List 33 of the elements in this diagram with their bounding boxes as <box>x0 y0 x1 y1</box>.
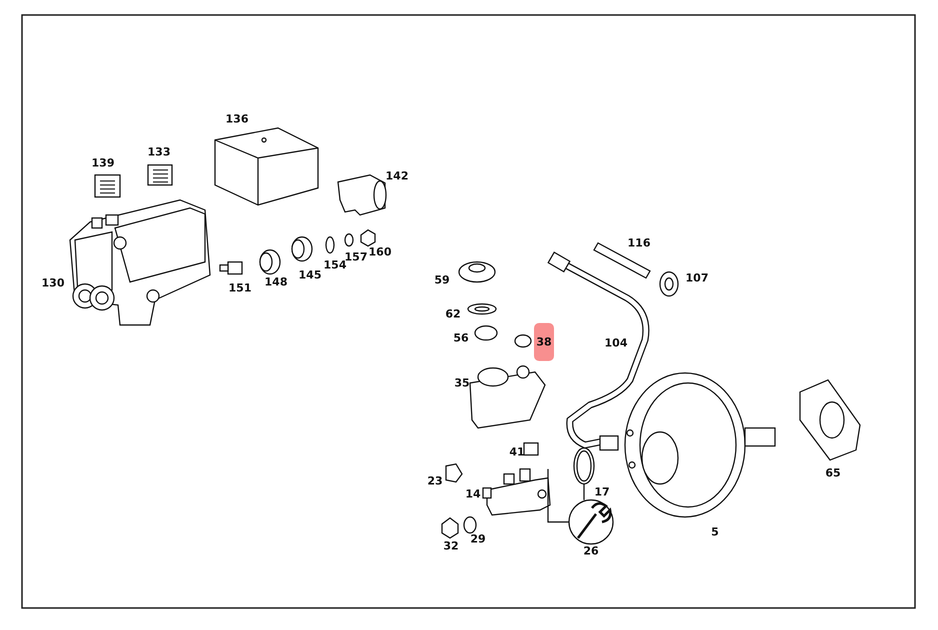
callout-number: 62 <box>445 308 461 320</box>
callout-number: 145 <box>298 268 322 282</box>
wrench-symbol <box>568 499 614 545</box>
callout-number: 59 <box>434 274 450 286</box>
callout-number: 107 <box>686 272 708 284</box>
callout-number: 38 <box>536 336 552 348</box>
callout-number: 116 <box>628 236 650 250</box>
callout-number: 104 <box>604 336 628 350</box>
leader-line <box>583 484 585 500</box>
callout-number: 148 <box>264 276 288 288</box>
callout-number: 5 <box>711 526 719 538</box>
callout-number: 56 <box>453 332 469 344</box>
callout-number: 65 <box>825 466 841 480</box>
callout-number: 26 <box>583 544 599 558</box>
callout-number: 14 <box>465 488 481 500</box>
callout-number: 29 <box>470 532 486 546</box>
callout-number: 133 <box>148 146 170 158</box>
callout-number: 136 <box>226 112 248 126</box>
callout-number: 139 <box>92 156 114 170</box>
callout-number: 154 <box>324 258 346 272</box>
callout-number: 142 <box>386 170 408 182</box>
callout-number: 32 <box>443 540 459 552</box>
callout-number: 151 <box>228 282 252 294</box>
callout-number: 17 <box>594 486 610 498</box>
callout-number: 157 <box>344 250 368 264</box>
leader-line <box>547 469 569 523</box>
callout-number: 41 <box>509 446 525 458</box>
master-cylinder-drawing <box>482 468 551 516</box>
callout-number: 23 <box>427 474 443 488</box>
callout-number: 35 <box>454 376 470 390</box>
callout-number: 130 <box>42 276 64 290</box>
callout-number: 160 <box>368 246 392 258</box>
seal-ring-drawing <box>573 447 595 485</box>
